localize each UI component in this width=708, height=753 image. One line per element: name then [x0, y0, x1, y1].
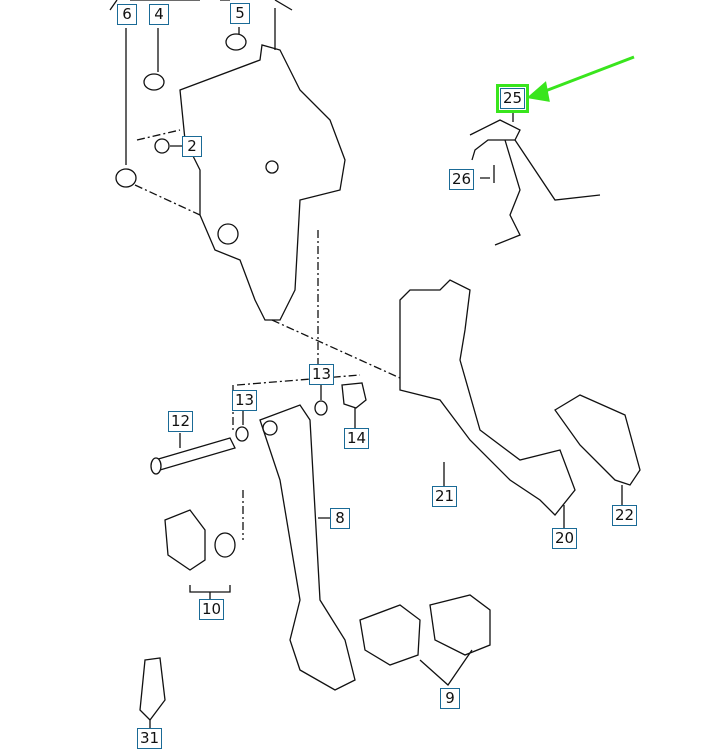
callout-14[interactable]: 14	[344, 428, 370, 449]
pedal-lever-8	[259, 404, 356, 691]
callout-21[interactable]: 21	[432, 486, 458, 507]
pedal-pad-9a	[359, 604, 421, 666]
bushing-13b	[314, 400, 328, 416]
callout-26[interactable]: 26	[449, 169, 475, 190]
callout-4[interactable]: 4	[149, 4, 169, 25]
clip-14	[341, 382, 367, 409]
accelerator-pedal	[399, 279, 576, 516]
bushing-4	[143, 73, 165, 91]
bracket-25	[469, 119, 521, 161]
callout-6[interactable]: 6	[117, 4, 137, 25]
callout-9[interactable]: 9	[440, 688, 460, 709]
callout-25[interactable]: 25	[495, 84, 530, 113]
nut-2	[154, 138, 170, 154]
callout-22[interactable]: 22	[612, 505, 638, 526]
callout-5[interactable]: 5	[230, 3, 250, 24]
bushing-5	[225, 33, 247, 51]
switch-10	[164, 509, 206, 571]
pedal-bracket	[179, 44, 346, 321]
callout-20[interactable]: 20	[552, 528, 578, 549]
pin-12	[154, 437, 236, 471]
callout-10[interactable]: 10	[199, 599, 225, 620]
callout-12[interactable]: 12	[168, 411, 194, 432]
bushing-6	[115, 168, 137, 188]
callout-2[interactable]: 2	[182, 136, 202, 157]
callout-8[interactable]: 8	[330, 508, 350, 529]
highlight-arrow	[526, 55, 635, 102]
callout-13b[interactable]: 13	[309, 364, 335, 385]
pedal-pad-9b	[429, 594, 491, 656]
callout-13a[interactable]: 13	[232, 390, 258, 411]
callout-31[interactable]: 31	[137, 728, 163, 749]
pedal-pad-22	[554, 394, 641, 486]
bushing-13a	[235, 426, 249, 442]
seal-31	[139, 657, 166, 721]
